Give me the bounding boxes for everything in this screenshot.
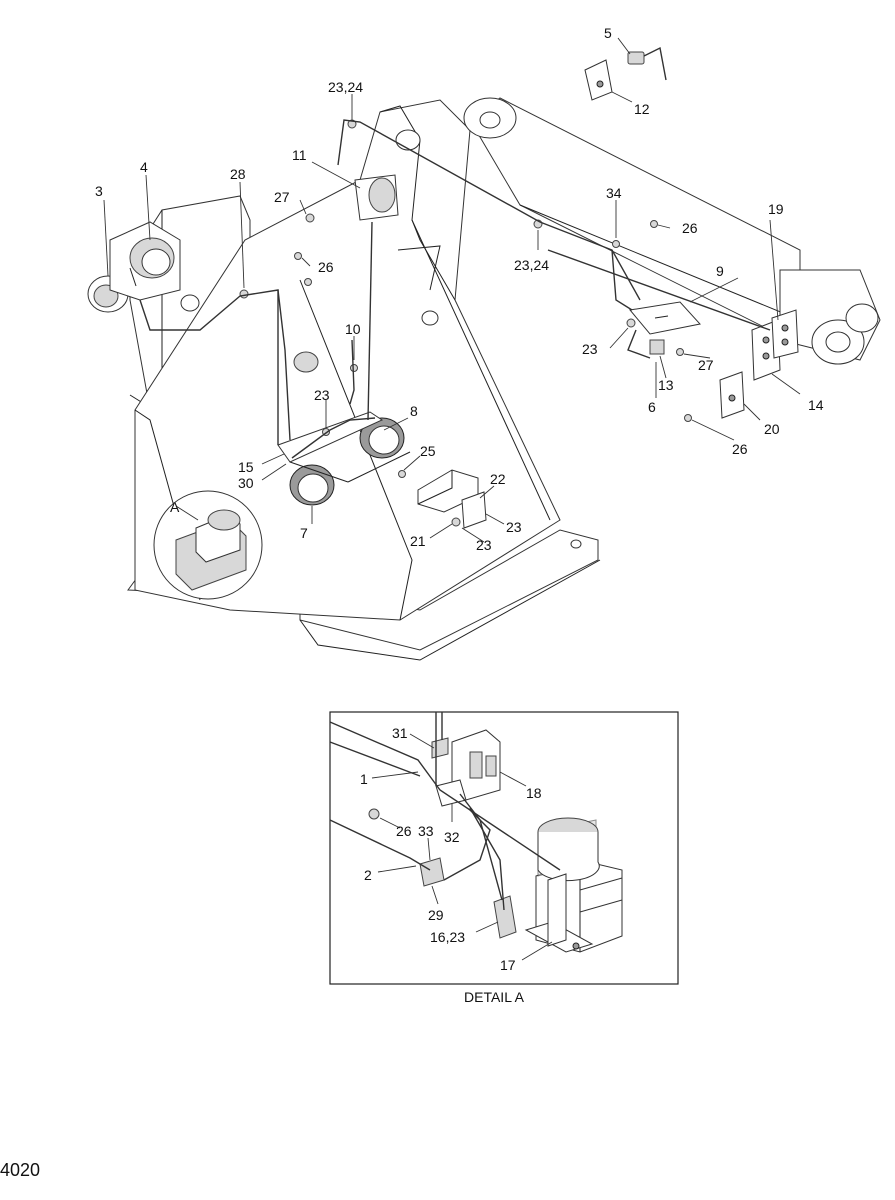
detail-wires	[329, 712, 561, 911]
clip-34	[612, 240, 620, 248]
clip-10	[350, 364, 358, 372]
detail-bracket-17	[547, 873, 567, 947]
callout-22: 22	[490, 471, 506, 487]
nut-26	[650, 220, 658, 228]
callout-11: 11	[292, 147, 307, 163]
nut	[304, 278, 312, 286]
callout-23-24-mid: 23,24	[514, 257, 549, 273]
callout-8: 8	[410, 403, 418, 419]
detail-caption: DETAIL A	[464, 989, 525, 1005]
callout-6: 6	[648, 399, 656, 415]
detail-clip-16	[493, 895, 517, 939]
callout-1: 1	[360, 771, 368, 787]
part-9-plate	[629, 301, 701, 335]
callout-26-right: 26	[682, 220, 698, 236]
part-19-bracket	[771, 309, 799, 359]
callout-3: 3	[95, 183, 103, 199]
leader-lines	[103, 37, 801, 543]
part-5-connector	[627, 46, 667, 81]
frame-hole	[395, 129, 421, 151]
callout-labels-detail: 31 1 18 26 33 32 2 29 16,23 17	[360, 725, 542, 973]
callout-17: 17	[500, 957, 516, 973]
frame-hole	[293, 351, 319, 373]
detail-leader-lines	[371, 733, 553, 961]
detail-a-marker	[153, 490, 263, 600]
page-number: 4020	[0, 1160, 40, 1180]
nut-26	[684, 414, 692, 422]
detail-clamp-31	[431, 737, 449, 759]
callout-21: 21	[410, 533, 426, 549]
part-12-bracket	[584, 59, 613, 101]
callout-30: 30	[238, 475, 254, 491]
callout-5: 5	[604, 25, 612, 41]
detail-a-panel: 31 1 18 26 33 32 2 29 16,23 17 DETAIL A	[329, 711, 679, 1005]
callout-26-detail: 26	[396, 823, 412, 839]
detail-nut-26	[368, 808, 380, 820]
callout-12: 12	[634, 101, 650, 117]
callout-25: 25	[420, 443, 436, 459]
callout-23-switch: 23	[506, 519, 522, 535]
callout-31: 31	[392, 725, 408, 741]
callout-13: 13	[658, 377, 674, 393]
detail-switch-18	[451, 729, 501, 801]
callout-34: 34	[606, 185, 622, 201]
callout-27-right: 27	[698, 357, 714, 373]
frame-hole	[180, 294, 200, 312]
callout-33: 33	[418, 823, 434, 839]
callout-27-left: 27	[274, 189, 290, 205]
part-13-connector	[649, 339, 665, 355]
callout-23-bottom: 23	[476, 537, 492, 553]
callout-23-24-top: 23,24	[328, 79, 363, 95]
clip-23	[451, 517, 461, 527]
callout-20: 20	[764, 421, 780, 437]
callout-2: 2	[364, 867, 372, 883]
clip-23	[626, 318, 636, 328]
callout-29: 29	[428, 907, 444, 923]
detail-a-frame	[329, 711, 679, 985]
nut-25	[398, 470, 406, 478]
callout-labels-main: 3 4 28 5 12 23,24 11 27 26 34 26 23,24 1…	[95, 25, 824, 553]
callout-7: 7	[300, 525, 308, 541]
nut-26	[294, 252, 302, 260]
part-4-lamp-housing	[109, 221, 181, 301]
callout-9: 9	[716, 263, 724, 279]
callout-28: 28	[230, 166, 246, 182]
callout-4: 4	[140, 159, 148, 175]
nut-27	[305, 213, 315, 223]
callout-23-center: 23	[314, 387, 330, 403]
hydraulic-cylinder	[463, 97, 881, 365]
part-7-lamp	[289, 464, 335, 506]
callout-19: 19	[768, 201, 784, 217]
callout-23-right: 23	[582, 341, 598, 357]
callout-32: 32	[444, 829, 460, 845]
detail-a-marker-label: A	[170, 499, 180, 515]
callout-26-bottom: 26	[732, 441, 748, 457]
detail-connector-32	[435, 779, 467, 807]
callout-14: 14	[808, 397, 824, 413]
callout-15: 15	[238, 459, 254, 475]
part-8-lamp	[359, 417, 405, 459]
callout-26-left: 26	[318, 259, 334, 275]
part-22-switch	[417, 469, 487, 529]
clip-28	[239, 289, 249, 299]
wire-harness	[139, 119, 771, 459]
nut-27	[676, 348, 684, 356]
callout-10: 10	[345, 321, 361, 337]
main-assembly: 3 4 28 5 12 23,24 11 27 26 34 26 23,24 1…	[87, 25, 881, 661]
part-11-lamp	[354, 174, 399, 221]
callout-18: 18	[526, 785, 542, 801]
callout-16-23: 16,23	[430, 929, 465, 945]
frame-hole	[421, 310, 439, 326]
frame-hole	[570, 539, 582, 549]
part-20-bracket	[719, 371, 745, 419]
